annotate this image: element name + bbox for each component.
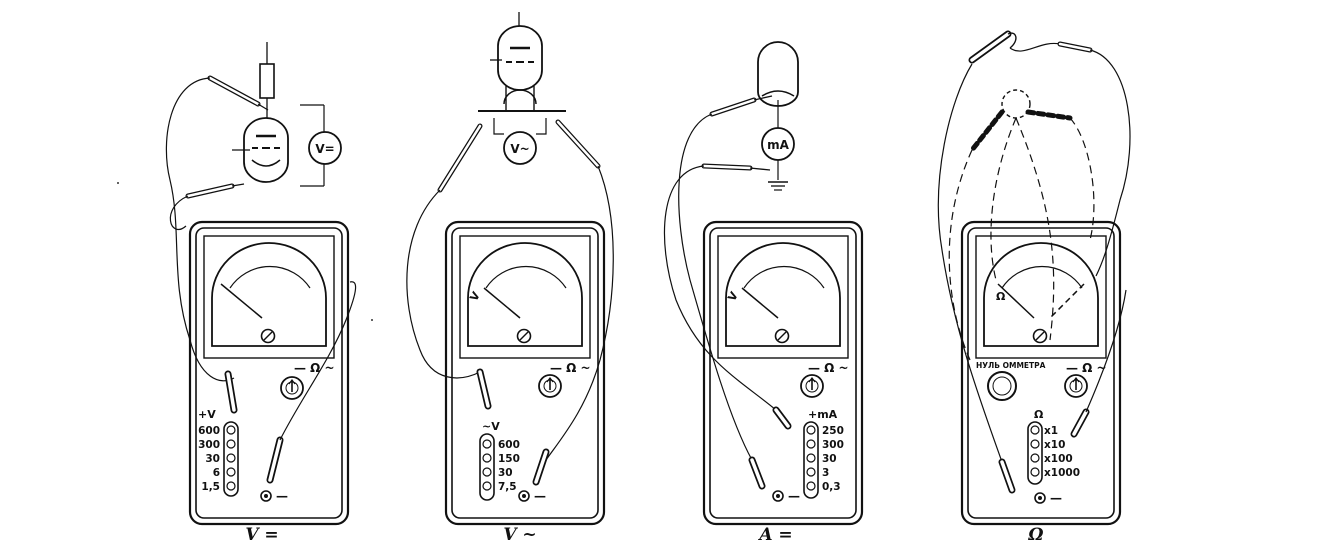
selector-label: — Ω ~ [294,361,335,375]
test-leads-4 [937,49,1131,494]
circuit-2: V~ [478,12,566,165]
needle [220,283,263,319]
range-label: 600 [198,425,220,437]
range-selector-knob [280,376,304,400]
component-under-test [1001,89,1031,119]
needle [741,287,779,319]
circuit-4 [968,30,1093,153]
function-label: Ω [1034,408,1044,421]
function-label: +V [198,408,216,421]
range-jacks [226,425,236,491]
range-label: 30 [205,453,220,465]
ohmmeter-zero-knob [987,371,1017,401]
meter-2-ac-voltage: V — Ω ~ ~V 600 150 30 7,5 — [444,220,606,526]
ac-voltmeter-symbol [503,131,537,165]
resistor [259,63,275,99]
zero-knob-label: НУЛЬ ОММЕТРА [976,361,1046,370]
meter-caption: Ω [1027,525,1043,545]
range-label: 7,5 [498,481,517,493]
range-jacks [482,439,492,491]
needle-zero-position [1049,283,1085,319]
range-label: x100 [1044,453,1073,465]
range-label: 30 [822,453,837,465]
svg-text:V~: V~ [510,142,529,156]
range-label: x10 [1044,439,1065,451]
function-label: +mA [808,408,838,421]
meter-caption: A = [757,525,792,545]
circuit-3: mA [757,41,799,191]
range-label: 1,5 [201,481,220,493]
minus-label: — [534,489,546,503]
minus-label: — [276,489,288,503]
range-label: 250 [822,425,844,437]
range-selector-knob [800,374,824,398]
meter-4-ohmmeter: Ω — Ω ~ НУЛЬ ОММЕТРА Ω x1 x10 x100 x1000… [960,220,1122,526]
needle [997,283,1035,319]
minus-label: — [1050,491,1062,505]
svg-text:mA: mA [767,138,790,152]
range-label: x1000 [1044,467,1080,479]
range-jacks [806,425,816,491]
range-selector-knob [538,374,562,398]
range-label: 300 [198,439,220,451]
selector-label: — Ω ~ [808,361,849,375]
meter-3-dc-current: V — Ω ~ +mA 250 300 30 3 0,3 — [702,220,864,526]
meter-caption: V ~ [503,525,536,545]
jack-strip [803,421,819,499]
test-leads-2 [406,119,614,486]
meter-1-dc-voltage: — Ω ~ +V 600 300 30 6 1,5 — [188,220,350,526]
vacuum-tube [243,117,289,183]
range-jacks [1030,425,1040,477]
range-label: 600 [498,439,520,451]
range-selector-knob [1064,374,1088,398]
range-label: 3 [822,467,829,479]
range-label: 6 [213,467,220,479]
range-label: 150 [498,453,520,465]
selector-label: — Ω ~ [1066,361,1107,375]
range-label: 30 [498,467,513,479]
vacuum-tube [497,25,543,91]
circuit-1: V= [232,42,342,187]
selector-label: — Ω ~ [550,361,591,375]
range-label: 300 [822,439,844,451]
minus-label: — [788,489,800,503]
scale-label: Ω [996,290,1006,303]
vacuum-tube [757,41,799,107]
range-label: 0,3 [822,481,841,493]
voltmeter-symbol [308,131,342,165]
test-leads-1 [165,75,357,484]
ground-icon [768,181,788,191]
test-leads-3 [663,95,792,490]
function-label: ~V [482,420,500,433]
needle [483,287,521,319]
jack-strip [1027,421,1043,485]
jack-strip [223,421,239,497]
meter-caption: V = [245,525,278,545]
range-label: x1 [1044,425,1058,437]
svg-text:V=: V= [315,142,334,156]
